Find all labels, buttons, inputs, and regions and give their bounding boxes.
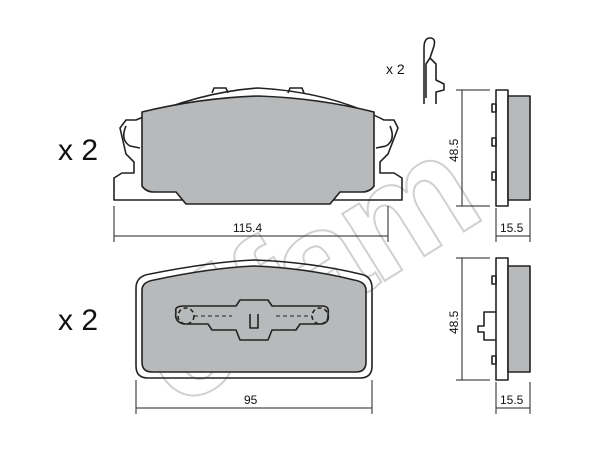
bottom-side-friction [507, 265, 531, 373]
top-side-friction [507, 95, 531, 201]
bottom-pad-side-view [477, 257, 531, 381]
bottom-side-backing [495, 257, 509, 381]
bottom-thickness-dimension [495, 382, 531, 414]
top-thickness-value: 15.5 [500, 221, 524, 235]
bottom-pad-friction-material [141, 265, 367, 373]
bottom-width-value: 95 [244, 393, 258, 407]
bottom-pad-front-view [135, 259, 373, 379]
bottom-pad-backing-plate [135, 259, 373, 379]
top-width-value: 115.4 [233, 221, 262, 235]
top-height-dimension [456, 89, 490, 207]
top-pad-bump-left [211, 87, 229, 94]
top-pad-backing-plate [113, 87, 403, 201]
bottom-width-dimension [135, 380, 373, 414]
top-pad-front-view [113, 87, 403, 205]
top-height-value: 48.5 [447, 138, 461, 162]
top-pad-friction-material [141, 95, 375, 205]
bottom-height-value: 48.5 [447, 310, 461, 334]
top-pad-right-ear [375, 125, 394, 149]
bottom-pad-center-slot [249, 314, 259, 329]
bottom-pad-quantity: x 2 [58, 304, 98, 337]
top-thickness-dimension [495, 208, 531, 242]
clip-quantity: x 2 [386, 61, 405, 77]
top-side-backing [495, 89, 509, 207]
bottom-thickness-value: 15.5 [500, 393, 524, 407]
spring-clip [423, 37, 445, 104]
top-pad-bump-right [287, 87, 305, 94]
top-width-dimension [113, 206, 389, 242]
bottom-side-wear-clip [477, 311, 496, 341]
top-pad-side-view [491, 89, 531, 207]
bottom-height-dimension [456, 257, 490, 381]
spring-clip-icon [423, 37, 445, 104]
top-pad-left-ear [122, 125, 141, 149]
top-pad-quantity: x 2 [58, 134, 98, 167]
